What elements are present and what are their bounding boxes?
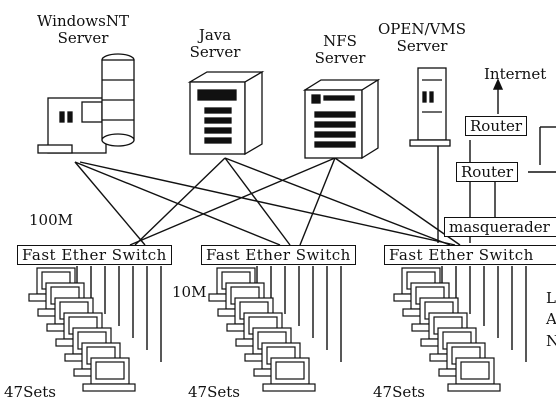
fast-ether-switch-1: Fast Ether Switch <box>17 245 172 265</box>
server-label-windowsnt: WindowsNT Server <box>28 13 138 47</box>
java-server-icon <box>187 70 265 156</box>
lan-letter-l: L <box>546 289 556 307</box>
workstation-icon <box>447 357 501 392</box>
link-line <box>134 157 226 246</box>
link-line <box>129 157 336 246</box>
internet-label: Internet <box>484 65 547 83</box>
server-name: OPEN/VMS <box>378 20 466 38</box>
router-top-box: Router <box>465 116 528 136</box>
nfs-server-icon <box>302 78 381 160</box>
arrowhead <box>492 78 504 90</box>
masquerade-box: masquerader <box>444 217 556 237</box>
link-line <box>299 157 336 246</box>
router-bottom-box: Router <box>456 162 519 182</box>
windowsnt-server-icon <box>37 53 135 154</box>
link-line <box>74 161 146 246</box>
link-line <box>224 157 291 246</box>
server-label-nfs: NFS Server <box>295 33 385 67</box>
link-line <box>224 157 451 246</box>
fast-ether-switch-2: Fast Ether Switch <box>201 245 356 265</box>
server-kind: Server <box>314 49 366 67</box>
server-name: WindowsNT <box>37 12 129 30</box>
link-line <box>334 157 461 246</box>
workstation-icon <box>82 357 136 392</box>
server-label-java: Java Server <box>175 27 255 61</box>
server-name: NFS <box>323 32 357 50</box>
link-line <box>79 161 456 246</box>
server-label-openvms: OPEN/VMS Server <box>372 21 472 55</box>
server-kind: Server <box>189 43 241 61</box>
link-speed-10m: 10M <box>172 283 207 301</box>
server-kind: Server <box>57 29 109 47</box>
sets-count-3: 47Sets <box>373 383 425 401</box>
fast-ether-switch-3: Fast Ether Switch <box>384 245 556 265</box>
workstation-icon <box>262 357 316 392</box>
sets-count-2: 47Sets <box>188 383 240 401</box>
lan-letter-a: A <box>546 310 556 328</box>
sets-count-1: 47Sets <box>4 383 56 401</box>
server-name: Java <box>198 26 232 44</box>
openvms-server-icon <box>409 67 451 147</box>
link-speed-100m: 100M <box>29 211 73 229</box>
server-kind: Server <box>396 37 448 55</box>
lan-letter-n: N <box>546 332 556 350</box>
